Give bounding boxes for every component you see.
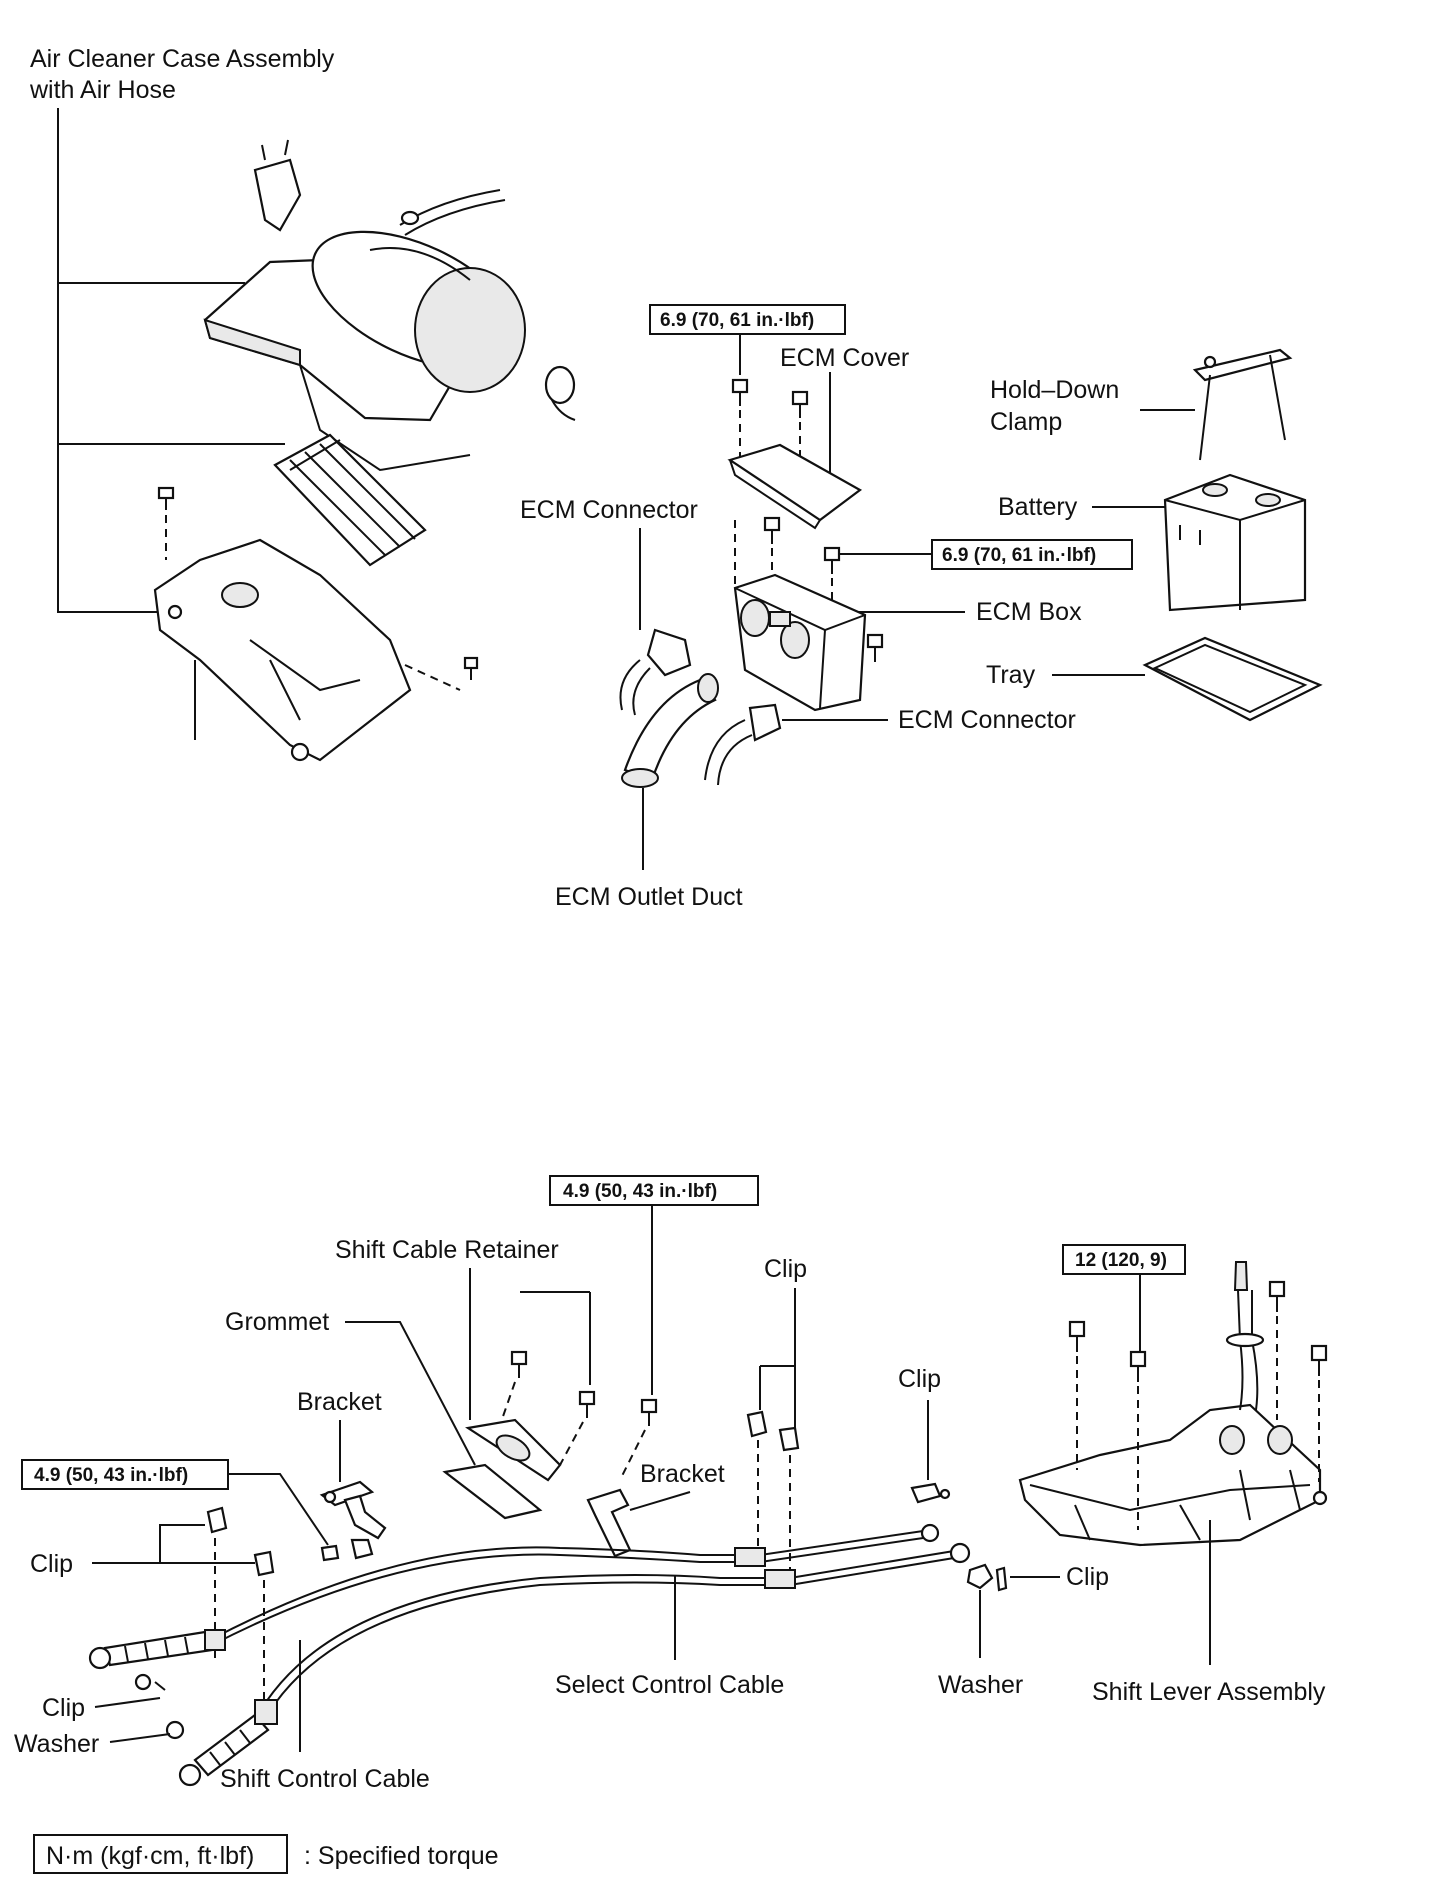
leader-air-cleaner xyxy=(57,108,160,613)
label-clip-right: Clip xyxy=(898,1365,941,1393)
bolt-icon xyxy=(763,516,781,544)
torque-box-ecm-cover: 6.9 (70, 61 in.·lbf) xyxy=(649,304,846,335)
nut-icon xyxy=(320,1544,340,1562)
upper-section: Air Cleaner Case Assembly with Air Hose xyxy=(29,45,1323,911)
bolt-icon xyxy=(823,546,841,574)
ecm-outlet-duct xyxy=(621,673,719,788)
label-clip-bottom: Clip xyxy=(42,1694,85,1722)
legend-text: : Specified torque xyxy=(304,1842,499,1870)
clip-icon xyxy=(995,1566,1008,1592)
label-hold-down: Hold–Down xyxy=(990,376,1119,404)
grommet xyxy=(442,1463,543,1520)
clip-icon xyxy=(910,1482,951,1504)
bolt-icon xyxy=(1129,1350,1147,1382)
lower-section: 4.9 (50, 43 in.·lbf) Shift Cable Retaine… xyxy=(14,1175,1328,1793)
bolt-icon xyxy=(463,656,479,680)
cable-end-shift xyxy=(178,1699,278,1787)
shift-cable-retainer xyxy=(465,1418,562,1482)
label-shift-lever-assembly: Shift Lever Assembly xyxy=(1092,1678,1326,1706)
label-ecm-connector-right: ECM Connector xyxy=(898,706,1076,734)
bolt-icon xyxy=(640,1398,658,1426)
label-shift-control-cable: Shift Control Cable xyxy=(220,1765,430,1793)
ecm-cover xyxy=(727,443,863,522)
shift-lever-assembly xyxy=(1018,1261,1328,1547)
air-cleaner-upper-case xyxy=(203,230,526,472)
air-flow-sensor xyxy=(253,139,506,236)
label-washer-right: Washer xyxy=(938,1671,1023,1699)
torque-box-shift-lever: 12 (120, 9) xyxy=(1062,1244,1186,1275)
svg-text:4.9 (50, 43 in.·lbf): 4.9 (50, 43 in.·lbf) xyxy=(563,1181,717,1202)
torque-box-shift-cable-retainer: 4.9 (50, 43 in.·lbf) xyxy=(549,1175,759,1206)
legend-unit: N·m (kgf·cm, ft·lbf) xyxy=(46,1842,254,1870)
label-ecm-connector-left: ECM Connector xyxy=(520,496,698,524)
label-ecm-cover: ECM Cover xyxy=(780,344,909,372)
hose-clamp xyxy=(544,365,576,405)
label-tray: Tray xyxy=(986,661,1036,689)
bolt-icon xyxy=(578,1390,596,1418)
clip-icon xyxy=(778,1426,800,1452)
svg-text:6.9 (70, 61 in.·lbf): 6.9 (70, 61 in.·lbf) xyxy=(660,310,814,331)
bracket xyxy=(319,1480,387,1560)
svg-text:4.9 (50, 43 in.·lbf): 4.9 (50, 43 in.·lbf) xyxy=(34,1465,188,1486)
battery xyxy=(1163,473,1307,612)
label-clamp: Clamp xyxy=(990,408,1062,436)
clip-icon xyxy=(253,1550,275,1577)
label-ecm-box: ECM Box xyxy=(976,598,1082,626)
select-control-cable xyxy=(209,1523,940,1647)
torque-box-ecm-box: 6.9 (70, 61 in.·lbf) xyxy=(931,539,1133,570)
clip-icon xyxy=(134,1673,152,1691)
bolt-icon xyxy=(1068,1320,1086,1352)
label-air-cleaner: Air Cleaner Case Assembly xyxy=(30,45,335,73)
label-washer-left: Washer xyxy=(14,1730,99,1758)
clip-icon xyxy=(206,1506,228,1534)
bolt-icon xyxy=(1268,1280,1286,1312)
label-bracket-left: Bracket xyxy=(297,1388,382,1416)
label-clip-far-right: Clip xyxy=(1066,1563,1109,1591)
label-ecm-outlet-duct: ECM Outlet Duct xyxy=(555,883,743,911)
svg-text:6.9 (70, 61 in.·lbf): 6.9 (70, 61 in.·lbf) xyxy=(942,545,1096,566)
label-clip-top: Clip xyxy=(764,1255,807,1283)
bolt-icon xyxy=(1310,1344,1328,1376)
label-select-control-cable: Select Control Cable xyxy=(555,1671,784,1699)
legend-specified-torque: N·m (kgf·cm, ft·lbf) : Specified torque xyxy=(33,1834,499,1874)
label-clip-left: Clip xyxy=(30,1550,73,1578)
air-filter-element xyxy=(273,433,427,567)
label-shift-cable-retainer: Shift Cable Retainer xyxy=(335,1236,559,1264)
hold-down-clamp xyxy=(1192,348,1293,461)
cable-end-select xyxy=(88,1629,226,1670)
washer-icon xyxy=(165,1720,185,1740)
label-grommet: Grommet xyxy=(225,1308,329,1336)
bolt-icon xyxy=(866,633,884,662)
bolt-icon xyxy=(731,378,749,406)
ecm-box xyxy=(733,573,867,712)
bolt-icon xyxy=(510,1350,528,1378)
clip-icon xyxy=(746,1410,768,1438)
bolt-icon xyxy=(791,390,809,418)
air-cleaner-lower-case xyxy=(153,538,412,762)
shift-control-cable xyxy=(254,1542,971,1725)
ecm-connector xyxy=(619,628,692,716)
label-battery: Battery xyxy=(998,493,1078,521)
svg-text:12 (120, 9): 12 (120, 9) xyxy=(1075,1250,1167,1271)
label-air-cleaner-line2: with Air Hose xyxy=(29,76,176,104)
label-bracket-mid: Bracket xyxy=(640,1460,725,1488)
ecm-connector xyxy=(704,703,782,786)
battery-tray xyxy=(1142,636,1323,722)
washer-icon xyxy=(966,1563,994,1590)
bolt-icon xyxy=(157,486,175,510)
bracket xyxy=(586,1488,632,1558)
torque-box-bracket: 4.9 (50, 43 in.·lbf) xyxy=(21,1459,229,1490)
